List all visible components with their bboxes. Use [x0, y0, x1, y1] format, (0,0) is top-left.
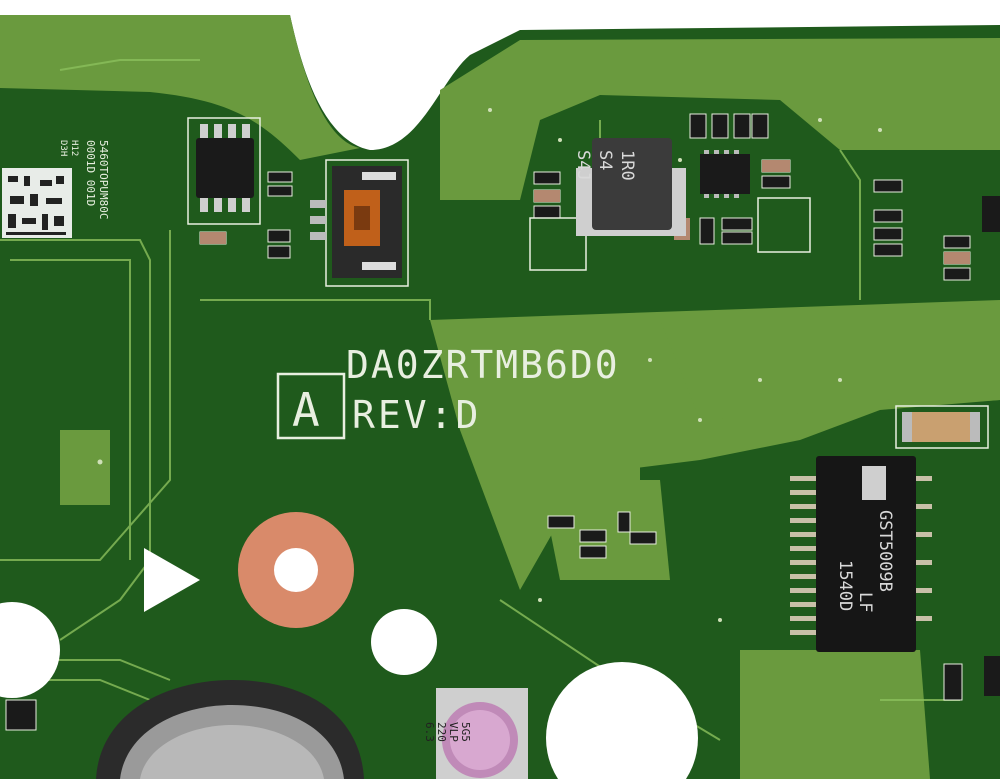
mounting-hole: [238, 512, 354, 628]
side-label-line-2: 0001D 001D: [84, 140, 97, 206]
capacitor-line-1: 5G5: [459, 722, 472, 742]
board-revision: REV:D: [352, 393, 481, 437]
board-cutout-bottom: [546, 662, 698, 779]
ceramic-capacitor: [895, 405, 989, 449]
transformer-line-2: LF: [855, 592, 875, 612]
inductor-line-3: S4J: [573, 150, 593, 181]
board-model-code: DA0ZRTMB6D0: [346, 343, 620, 387]
lan-transformer: GST5009B LF 1540D: [790, 456, 932, 652]
side-code-2: D3H: [58, 140, 68, 156]
edge-chip: [982, 196, 1000, 232]
board-cutout: [371, 609, 437, 675]
copper-pour: [0, 15, 1000, 779]
capacitor-line-2: VLP: [447, 722, 460, 742]
electrolytic-capacitor: 5G5 VLP 220 6.3: [423, 688, 528, 779]
smd-resistors: [5, 113, 971, 731]
vias: [97, 108, 882, 622]
side-label-line-1: 5460TOPUM80C: [97, 140, 110, 219]
battery-holder: [96, 680, 364, 779]
board-cutout-left: [0, 602, 60, 698]
inductor-line-1: 1R0: [617, 150, 637, 181]
inductor-line-2: S4: [595, 150, 615, 170]
side-code-1: H12: [69, 140, 79, 156]
power-inductor: 1R0 S4 S4J: [529, 138, 686, 271]
capacitor-line-4: 6.3: [423, 722, 436, 742]
soic-chip: [187, 117, 261, 225]
edge-chip-bottom: [984, 656, 1000, 696]
datamatrix-code: [2, 168, 72, 238]
connector: [310, 159, 409, 287]
capacitor-line-3: 220: [435, 722, 448, 742]
orientation-triangle: [144, 548, 200, 612]
qfn-chip: [700, 150, 811, 253]
revision-box: [276, 372, 346, 440]
transformer-line-3: 1540D: [835, 560, 855, 611]
transformer-line-1: GST5009B: [875, 510, 895, 592]
revision-letter: A: [292, 383, 320, 437]
